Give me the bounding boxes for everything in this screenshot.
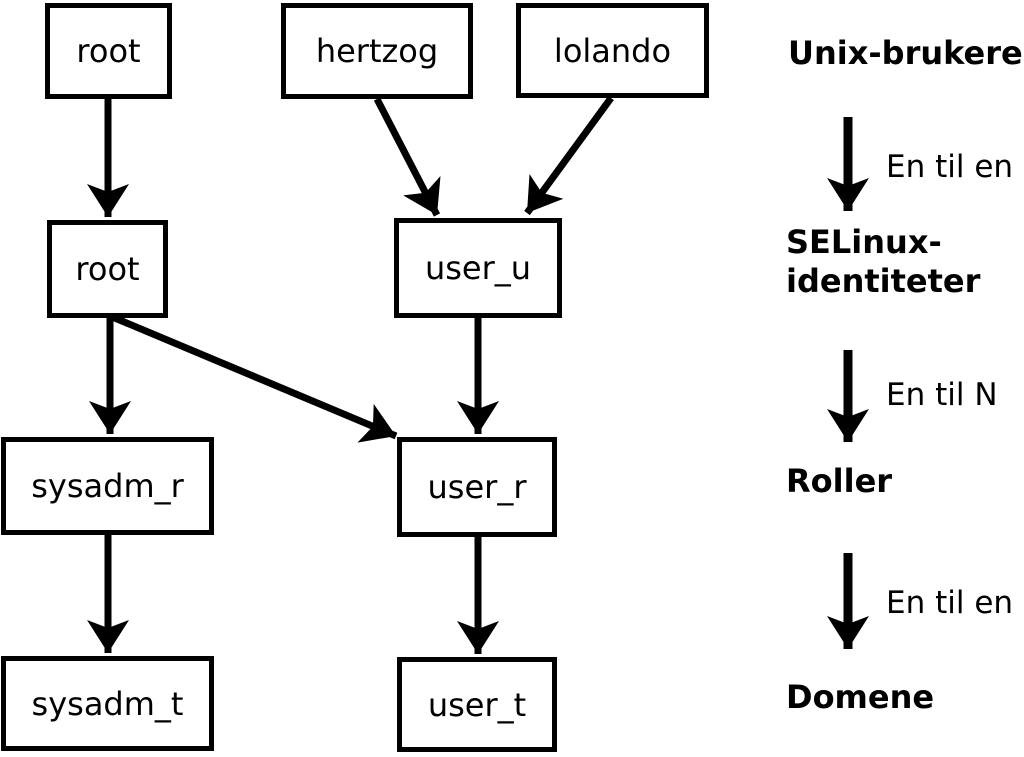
node-label: root <box>76 32 141 70</box>
edge-lolando-to-user_u <box>524 95 614 216</box>
node-unix-user-root: root <box>45 3 172 99</box>
legend-level-domene: Domene <box>786 678 935 716</box>
node-selinux-identity-user_u: user_u <box>394 218 562 318</box>
node-label: user_t <box>427 685 527 724</box>
node-label: hertzog <box>315 32 439 70</box>
node-label: lolando <box>553 31 672 70</box>
node-domain-sysadm_t: sysadm_t <box>1 656 214 751</box>
edge-hertzog-to-user_u <box>373 97 441 217</box>
node-label: user_u <box>424 249 532 287</box>
node-label: sysadm_r <box>31 467 184 505</box>
legend-relation-en-til-en-2: En til en <box>886 585 1014 621</box>
edge-selinux-root-to-user_r <box>108 312 398 443</box>
legend-relation-en-til-en-1: En til en <box>886 149 1014 185</box>
node-unix-user-hertzog: hertzog <box>281 3 473 99</box>
node-role-user_r: user_r <box>397 437 557 537</box>
node-label: sysadm_t <box>31 684 184 723</box>
node-label: root <box>75 250 140 288</box>
node-role-sysadm_r: sysadm_r <box>1 437 214 535</box>
node-domain-user_t: user_t <box>397 657 557 752</box>
legend-level-selinux-identiteter: SELinux-identiteter <box>786 223 981 301</box>
node-unix-user-lolando: lolando <box>516 3 709 98</box>
node-selinux-identity-root: root <box>47 220 168 318</box>
legend-relation-en-til-n: En til N <box>886 377 998 413</box>
legend-level-roller: Roller <box>786 462 893 500</box>
node-label: user_r <box>427 468 527 506</box>
legend-level-unix-brukere: Unix-brukere <box>788 34 1023 72</box>
